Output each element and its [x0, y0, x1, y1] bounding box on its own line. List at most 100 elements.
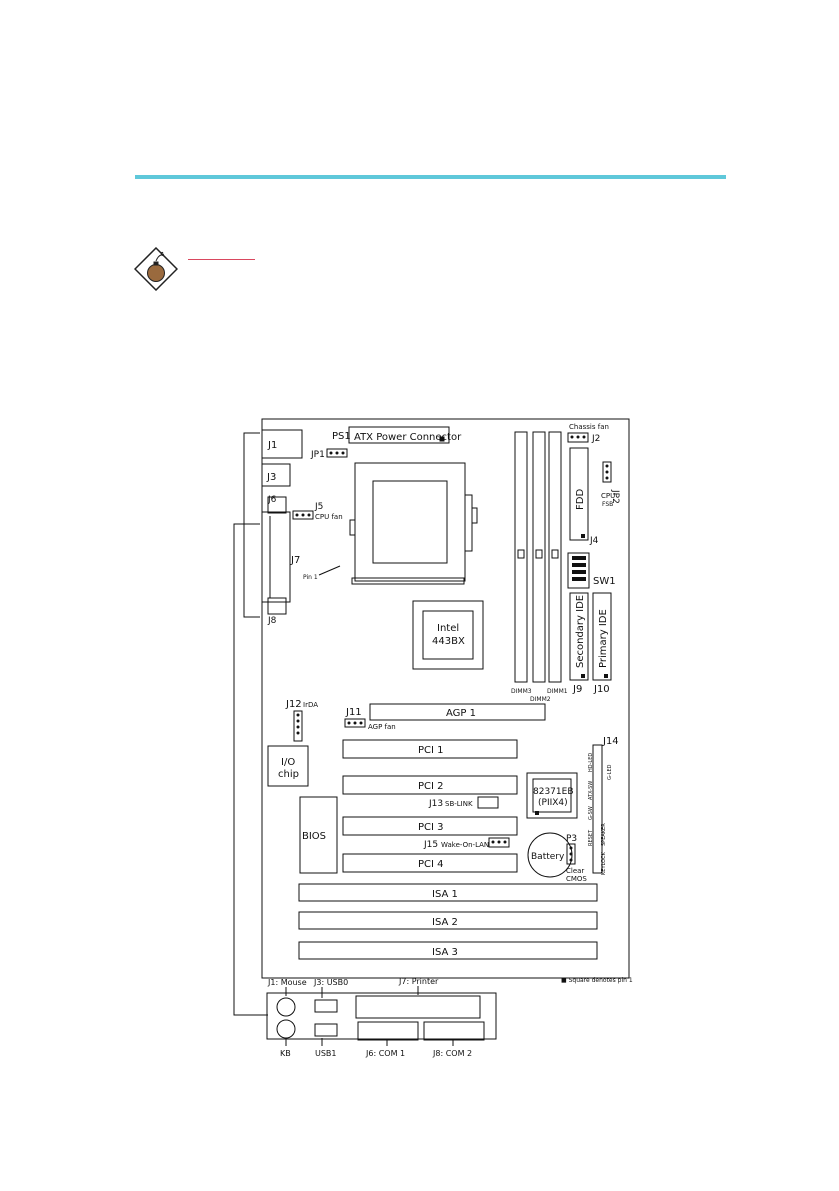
label-kb: KB: [280, 1049, 291, 1058]
label-j14: J14: [602, 736, 619, 747]
pci4-slot: [342, 853, 518, 873]
label-keylock: KEYLOCK: [601, 851, 607, 875]
label-dimm2: DIMM2: [530, 696, 551, 703]
isa3-slot: [298, 941, 598, 960]
label-atx-sw: ATX-SW: [588, 781, 594, 800]
label-j4: J4: [589, 536, 599, 546]
label-chip2: (PIIX4): [538, 798, 568, 808]
label-cmos: CMOS: [566, 875, 587, 883]
label-speaker: SPEAKER: [601, 823, 607, 846]
mouse-port: [276, 997, 296, 1017]
bomb-warning-icon: [134, 247, 178, 291]
label-battery: Battery: [531, 852, 565, 862]
label-j13: J13: [428, 799, 443, 809]
p3-clear-cmos-jumper: [566, 843, 576, 865]
label-intel1: Intel: [437, 623, 459, 634]
printer-port: [355, 995, 481, 1019]
chassis-fan-connector: [567, 432, 589, 443]
label-j9: J9: [572, 684, 582, 695]
label-intel2: 443BX: [432, 636, 465, 647]
label-usb0: J3: USB0: [313, 978, 348, 987]
label-j5: J5: [314, 502, 323, 512]
label-square-pin1: ■ Square denotes pin 1: [561, 977, 633, 984]
label-chip1: 82371EB: [533, 787, 574, 797]
label-p3: P3: [566, 834, 577, 844]
atx-power-connector: [348, 426, 450, 444]
agp1-slot: [369, 703, 546, 721]
label-pci2: PCI 2: [418, 781, 444, 792]
label-j12: J12: [285, 699, 302, 710]
sw1-dip-switch: [567, 552, 590, 589]
j13-sb-link-header: [477, 796, 499, 809]
label-io1: I/O: [281, 757, 295, 768]
label-irda: IrDA: [303, 701, 318, 709]
label-cpu-fan: CPU fan: [315, 513, 343, 521]
j11-agp-fan-connector: [344, 718, 366, 728]
label-com2: J8: COM 2: [432, 1049, 472, 1058]
label-sw1: SW1: [593, 576, 616, 587]
label-wol: Wake-On-LAN: [441, 841, 489, 849]
label-agp1: AGP 1: [446, 708, 476, 719]
io-bracket: [243, 432, 260, 618]
label-j3: J3: [266, 472, 276, 483]
label-j8: J8: [267, 616, 277, 626]
label-fdd: FDD: [575, 489, 586, 510]
label-primary-ide: Primary IDE: [598, 609, 609, 668]
label-j2: J2: [591, 434, 600, 444]
label-bios: BIOS: [302, 831, 326, 842]
label-pin1: Pin 1: [303, 574, 318, 581]
jp2-jumper: [602, 461, 612, 483]
dimm3-slot: [514, 431, 528, 683]
label-g-sw: G-SW: [588, 806, 594, 820]
j14-front-panel-header: [592, 744, 603, 874]
pci1-slot: [342, 739, 518, 759]
usb1-port: [314, 1023, 338, 1037]
j8-connector: [267, 597, 287, 615]
label-reset: RESET: [588, 829, 594, 846]
label-sblink: SB-LINK: [445, 800, 473, 808]
label-j15: J15: [423, 840, 438, 850]
label-dimm1: DIMM1: [547, 688, 568, 695]
com1-port: [357, 1021, 419, 1041]
label-usb1: USB1: [315, 1049, 337, 1058]
jp1-jumper: [326, 448, 348, 458]
piix4-chip: [526, 772, 578, 819]
label-fsb: FSB: [602, 501, 613, 508]
back-panel: [266, 992, 497, 1040]
panel-bracket: [233, 523, 268, 1016]
primary-ide-connector: [592, 592, 612, 681]
label-com1: J6: COM 1: [365, 1049, 405, 1058]
label-isa1: ISA 1: [432, 889, 458, 900]
j15-wake-on-lan-connector: [488, 837, 510, 848]
j1-connector: [261, 429, 303, 459]
label-j11: J11: [345, 707, 362, 718]
label-secondary-ide: Secondary IDE: [575, 595, 586, 668]
label-pci1: PCI 1: [418, 745, 444, 756]
label-jp2: JP2: [610, 489, 620, 504]
label-isa2: ISA 2: [432, 917, 458, 928]
pci2-slot: [342, 775, 518, 795]
label-j1: J1: [267, 440, 277, 451]
label-cpu: CPU: [601, 492, 615, 500]
isa1-slot: [298, 883, 598, 902]
kb-port: [276, 1019, 296, 1039]
label-g-led: G-LED: [607, 764, 613, 780]
j7-connector: [261, 511, 291, 603]
j5-cpu-fan-connector: [292, 510, 314, 520]
label-isa3: ISA 3: [432, 947, 458, 958]
board-outline: [261, 418, 630, 979]
label-printer: J7: Printer: [398, 977, 439, 986]
intel-443bx-chip: [412, 600, 484, 670]
label-pci4: PCI 4: [418, 859, 444, 870]
label-clear: Clear: [566, 867, 584, 875]
dimm2-slot: [532, 431, 546, 683]
warning-underline: [188, 259, 255, 260]
bios-chip: [299, 796, 338, 874]
dimm1-slot: [548, 431, 562, 683]
pci3-slot: [342, 816, 518, 836]
io-chip: [267, 745, 309, 787]
label-hd-led: HD-LED: [588, 753, 594, 772]
j3-connector: [261, 463, 291, 487]
usb0-port: [314, 999, 338, 1013]
